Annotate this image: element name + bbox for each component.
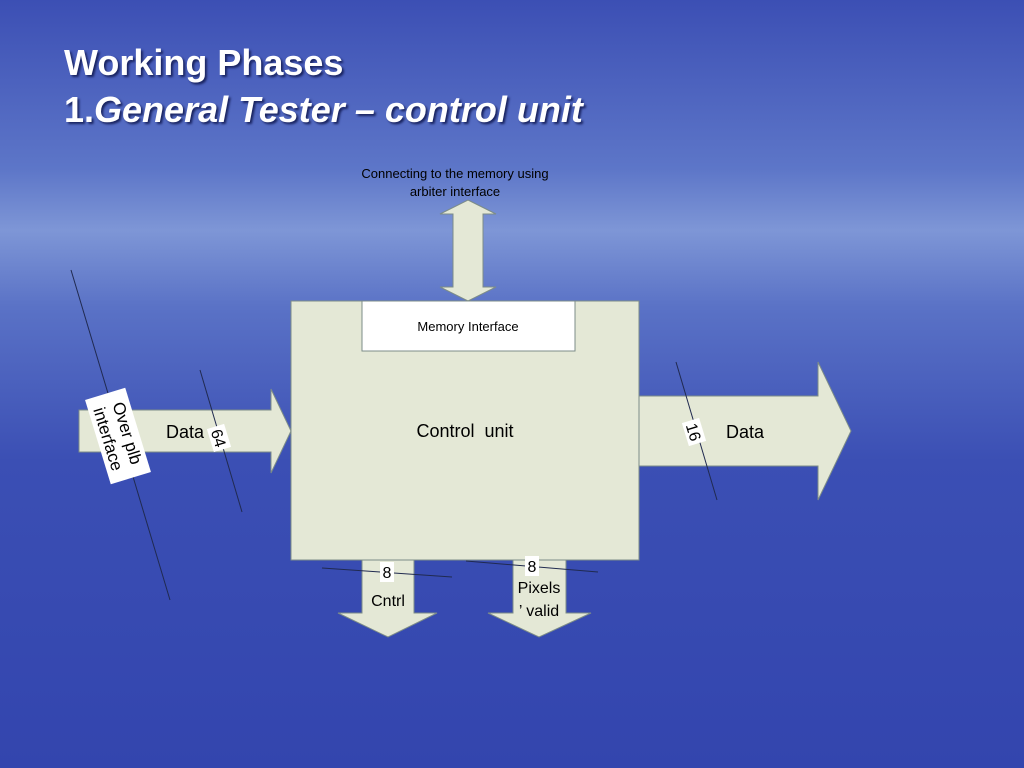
memory-caption-line1: Connecting to the memory using: [361, 166, 548, 181]
pixels-label-line2: ’ valid: [519, 603, 559, 620]
memory-interface-label: Memory Interface: [417, 319, 518, 334]
slide-subtitle: 1.General Tester – control unit: [64, 89, 583, 131]
left-arrow-label: Data: [166, 422, 205, 442]
right-data-arrow: [637, 361, 852, 501]
control-unit-label: Control unit: [416, 421, 513, 441]
cntrl-label: Cntrl: [371, 593, 405, 610]
pixels-bus-width: 8: [528, 559, 537, 576]
slide-title: Working Phases: [64, 42, 344, 83]
memory-interface-box: [361, 300, 576, 352]
memory-caption-line2: arbiter interface: [410, 184, 500, 199]
subtitle-text: General Tester – control unit: [94, 89, 583, 130]
cntrl-bus-width-box: [380, 562, 394, 582]
over-plb-label-group: Over plb interface: [85, 387, 151, 485]
cntrl-down-arrow: [337, 559, 438, 638]
over-plb-label-box: [85, 387, 151, 485]
left-bus-width-box: [206, 423, 232, 453]
right-bus-width-box: [681, 417, 707, 447]
right-arrow-label: Data: [726, 422, 765, 442]
pixels-down-arrow: [487, 559, 592, 638]
left-bus-width: 64: [207, 427, 228, 449]
cntrl-bus-width: 8: [383, 565, 392, 582]
right-bus-width-group: 16: [681, 417, 707, 447]
memory-double-arrow: [439, 199, 497, 302]
right-bus-width: 16: [682, 421, 703, 443]
pixels-bus-width-box: [525, 556, 539, 576]
pixels-label-line1: Pixels: [518, 580, 561, 597]
subtitle-number: 1.: [64, 89, 95, 130]
left-bus-width-group: 64: [206, 423, 232, 453]
